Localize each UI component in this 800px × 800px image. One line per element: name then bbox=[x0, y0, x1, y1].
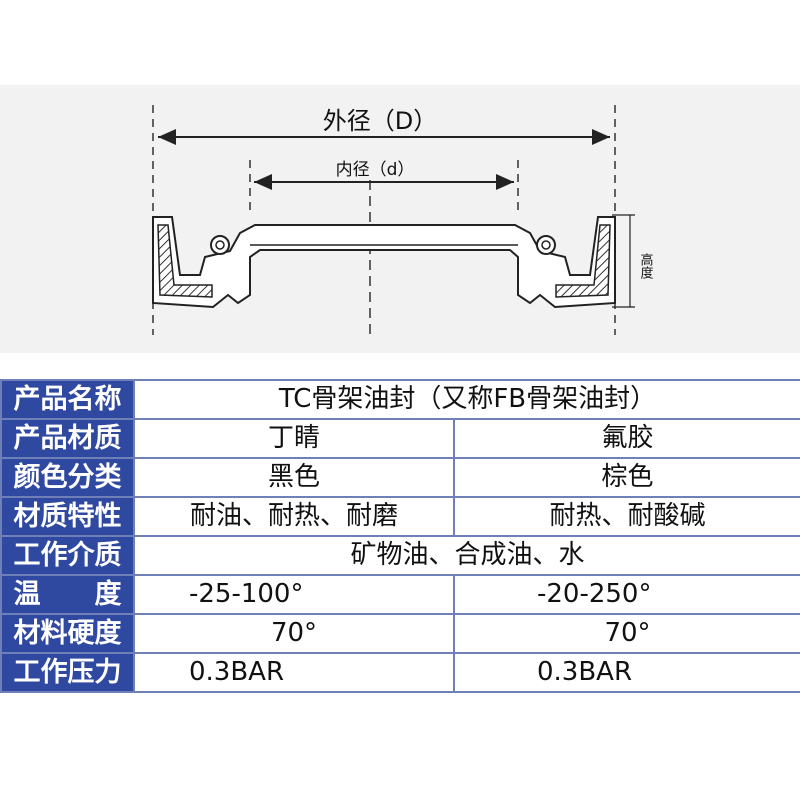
row-value-nbr: 耐油、耐热、耐磨 bbox=[133, 496, 455, 537]
table-row: 温 度 -25-100° -20-250° bbox=[0, 574, 800, 615]
row-value-nbr: 70° bbox=[133, 613, 455, 654]
row-label: 材质特性 bbox=[0, 496, 135, 537]
height-label: 高度 bbox=[638, 252, 654, 279]
row-label: 工作介质 bbox=[0, 535, 135, 576]
metal-insert-left bbox=[157, 224, 213, 298]
table-row: 产品材质 丁睛 氟胶 bbox=[0, 418, 800, 459]
row-label: 产品材质 bbox=[0, 418, 135, 459]
row-value: 矿物油、合成油、水 bbox=[133, 535, 800, 576]
row-value-fkm: 氟胶 bbox=[453, 418, 800, 459]
row-value-fkm: 耐热、耐酸碱 bbox=[453, 496, 800, 537]
row-label: 温 度 bbox=[0, 574, 135, 615]
row-value-nbr: -25-100° bbox=[133, 574, 455, 615]
table-row: 工作压力 0.3BAR 0.3BAR bbox=[0, 652, 800, 693]
outer-diameter-label: 外径（D） bbox=[323, 107, 437, 135]
row-value-fkm: 棕色 bbox=[453, 457, 800, 498]
table-row: 材料硬度 70° 70° bbox=[0, 613, 800, 654]
row-label: 产品名称 bbox=[0, 379, 135, 420]
spring-right bbox=[536, 235, 556, 255]
oil-seal-diagram: 外径（D） 内径（d） 高度 bbox=[0, 85, 800, 353]
metal-insert-right bbox=[555, 224, 611, 298]
row-value-nbr: 丁睛 bbox=[133, 418, 455, 459]
table-row: 材质特性 耐油、耐热、耐磨 耐热、耐酸碱 bbox=[0, 496, 800, 537]
spring-left bbox=[210, 235, 230, 255]
cross-section-drawing: 外径（D） 内径（d） 高度 bbox=[152, 105, 654, 340]
extension-lines bbox=[152, 105, 616, 340]
row-value: TC骨架油封（又称FB骨架油封） bbox=[133, 379, 800, 420]
row-value-fkm: 0.3BAR bbox=[453, 652, 800, 693]
seal-profile bbox=[152, 216, 616, 309]
row-label: 材料硬度 bbox=[0, 613, 135, 654]
row-label: 工作压力 bbox=[0, 652, 135, 693]
row-value-nbr: 0.3BAR bbox=[133, 652, 455, 693]
row-label: 颜色分类 bbox=[0, 457, 135, 498]
row-value-nbr: 黑色 bbox=[133, 457, 455, 498]
table-row: 产品名称 TC骨架油封（又称FB骨架油封） bbox=[0, 379, 800, 420]
inner-diameter-label: 内径（d） bbox=[336, 160, 415, 180]
table-row: 工作介质 矿物油、合成油、水 bbox=[0, 535, 800, 576]
spec-table: 产品名称 TC骨架油封（又称FB骨架油封） 产品材质 丁睛 氟胶 颜色分类 黑色… bbox=[0, 379, 800, 693]
row-value-fkm: 70° bbox=[453, 613, 800, 654]
row-value-fkm: -20-250° bbox=[453, 574, 800, 615]
table-row: 颜色分类 黑色 棕色 bbox=[0, 457, 800, 498]
height-dimension bbox=[612, 214, 635, 308]
